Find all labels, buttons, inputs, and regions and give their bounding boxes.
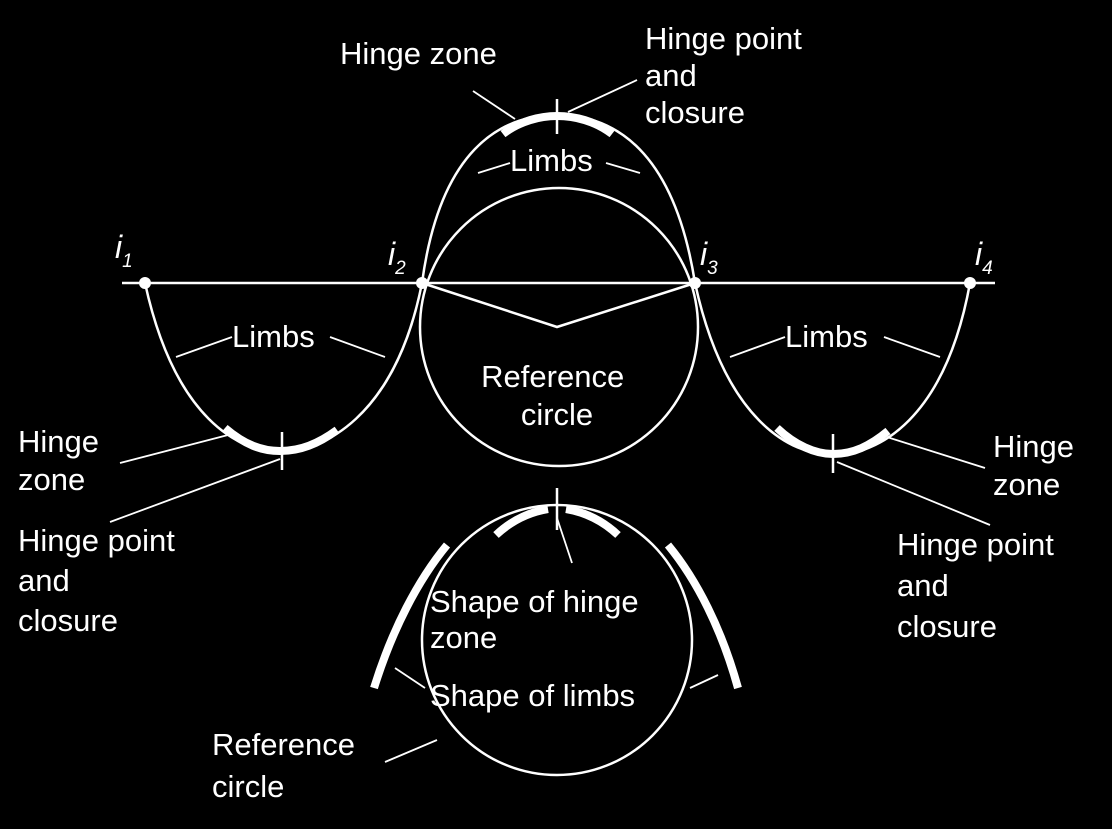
label-right-limbs: Limbs [785, 319, 868, 354]
left-hinge-zone-mark [222, 424, 340, 456]
label-right-hinge-point: Hinge point and closure [897, 527, 1062, 644]
left-synform-curve [143, 282, 424, 454]
reference-circle-middle [418, 186, 700, 468]
leader-lines [109, 79, 991, 763]
antiform-curve [420, 113, 697, 284]
label-left-hinge-zone: Hinge zone [18, 424, 108, 497]
label-top-limbs: Limbs [510, 143, 593, 178]
label-top-hinge-zone: Hinge zone [340, 36, 497, 71]
right-synform-curve [693, 282, 972, 457]
bottom-left-limb [370, 542, 451, 690]
label-top-hinge-point: Hinge point and closure [645, 21, 810, 130]
bottom-hinge-zone-right-arc [565, 505, 621, 538]
inflection-label-2: i2 [388, 236, 406, 279]
inflection-dot-1 [139, 277, 151, 289]
inflection-dot-2 [416, 277, 428, 289]
label-shape-of-limbs: Shape of limbs [430, 678, 635, 713]
bisector-lines [421, 281, 696, 329]
bottom-right-limb [664, 542, 742, 690]
label-reference-circle-bottom: Reference circle [212, 727, 364, 804]
inflection-dot-4 [964, 277, 976, 289]
label-right-hinge-zone: Hinge zone [993, 429, 1083, 502]
bottom-hinge-zone-left-arc [493, 505, 549, 538]
label-shape-of-hinge-zone: Shape of hinge zone [430, 584, 647, 655]
inflection-label-4: i4 [975, 236, 993, 279]
inflection-label-3: i3 [700, 236, 718, 279]
inflection-dot-3 [689, 277, 701, 289]
inflection-label-1: i1 [115, 229, 133, 272]
label-reference-circle-middle: Reference circle [481, 359, 633, 432]
label-left-hinge-point: Hinge point and closure [18, 523, 183, 638]
label-left-limbs: Limbs [232, 319, 315, 354]
